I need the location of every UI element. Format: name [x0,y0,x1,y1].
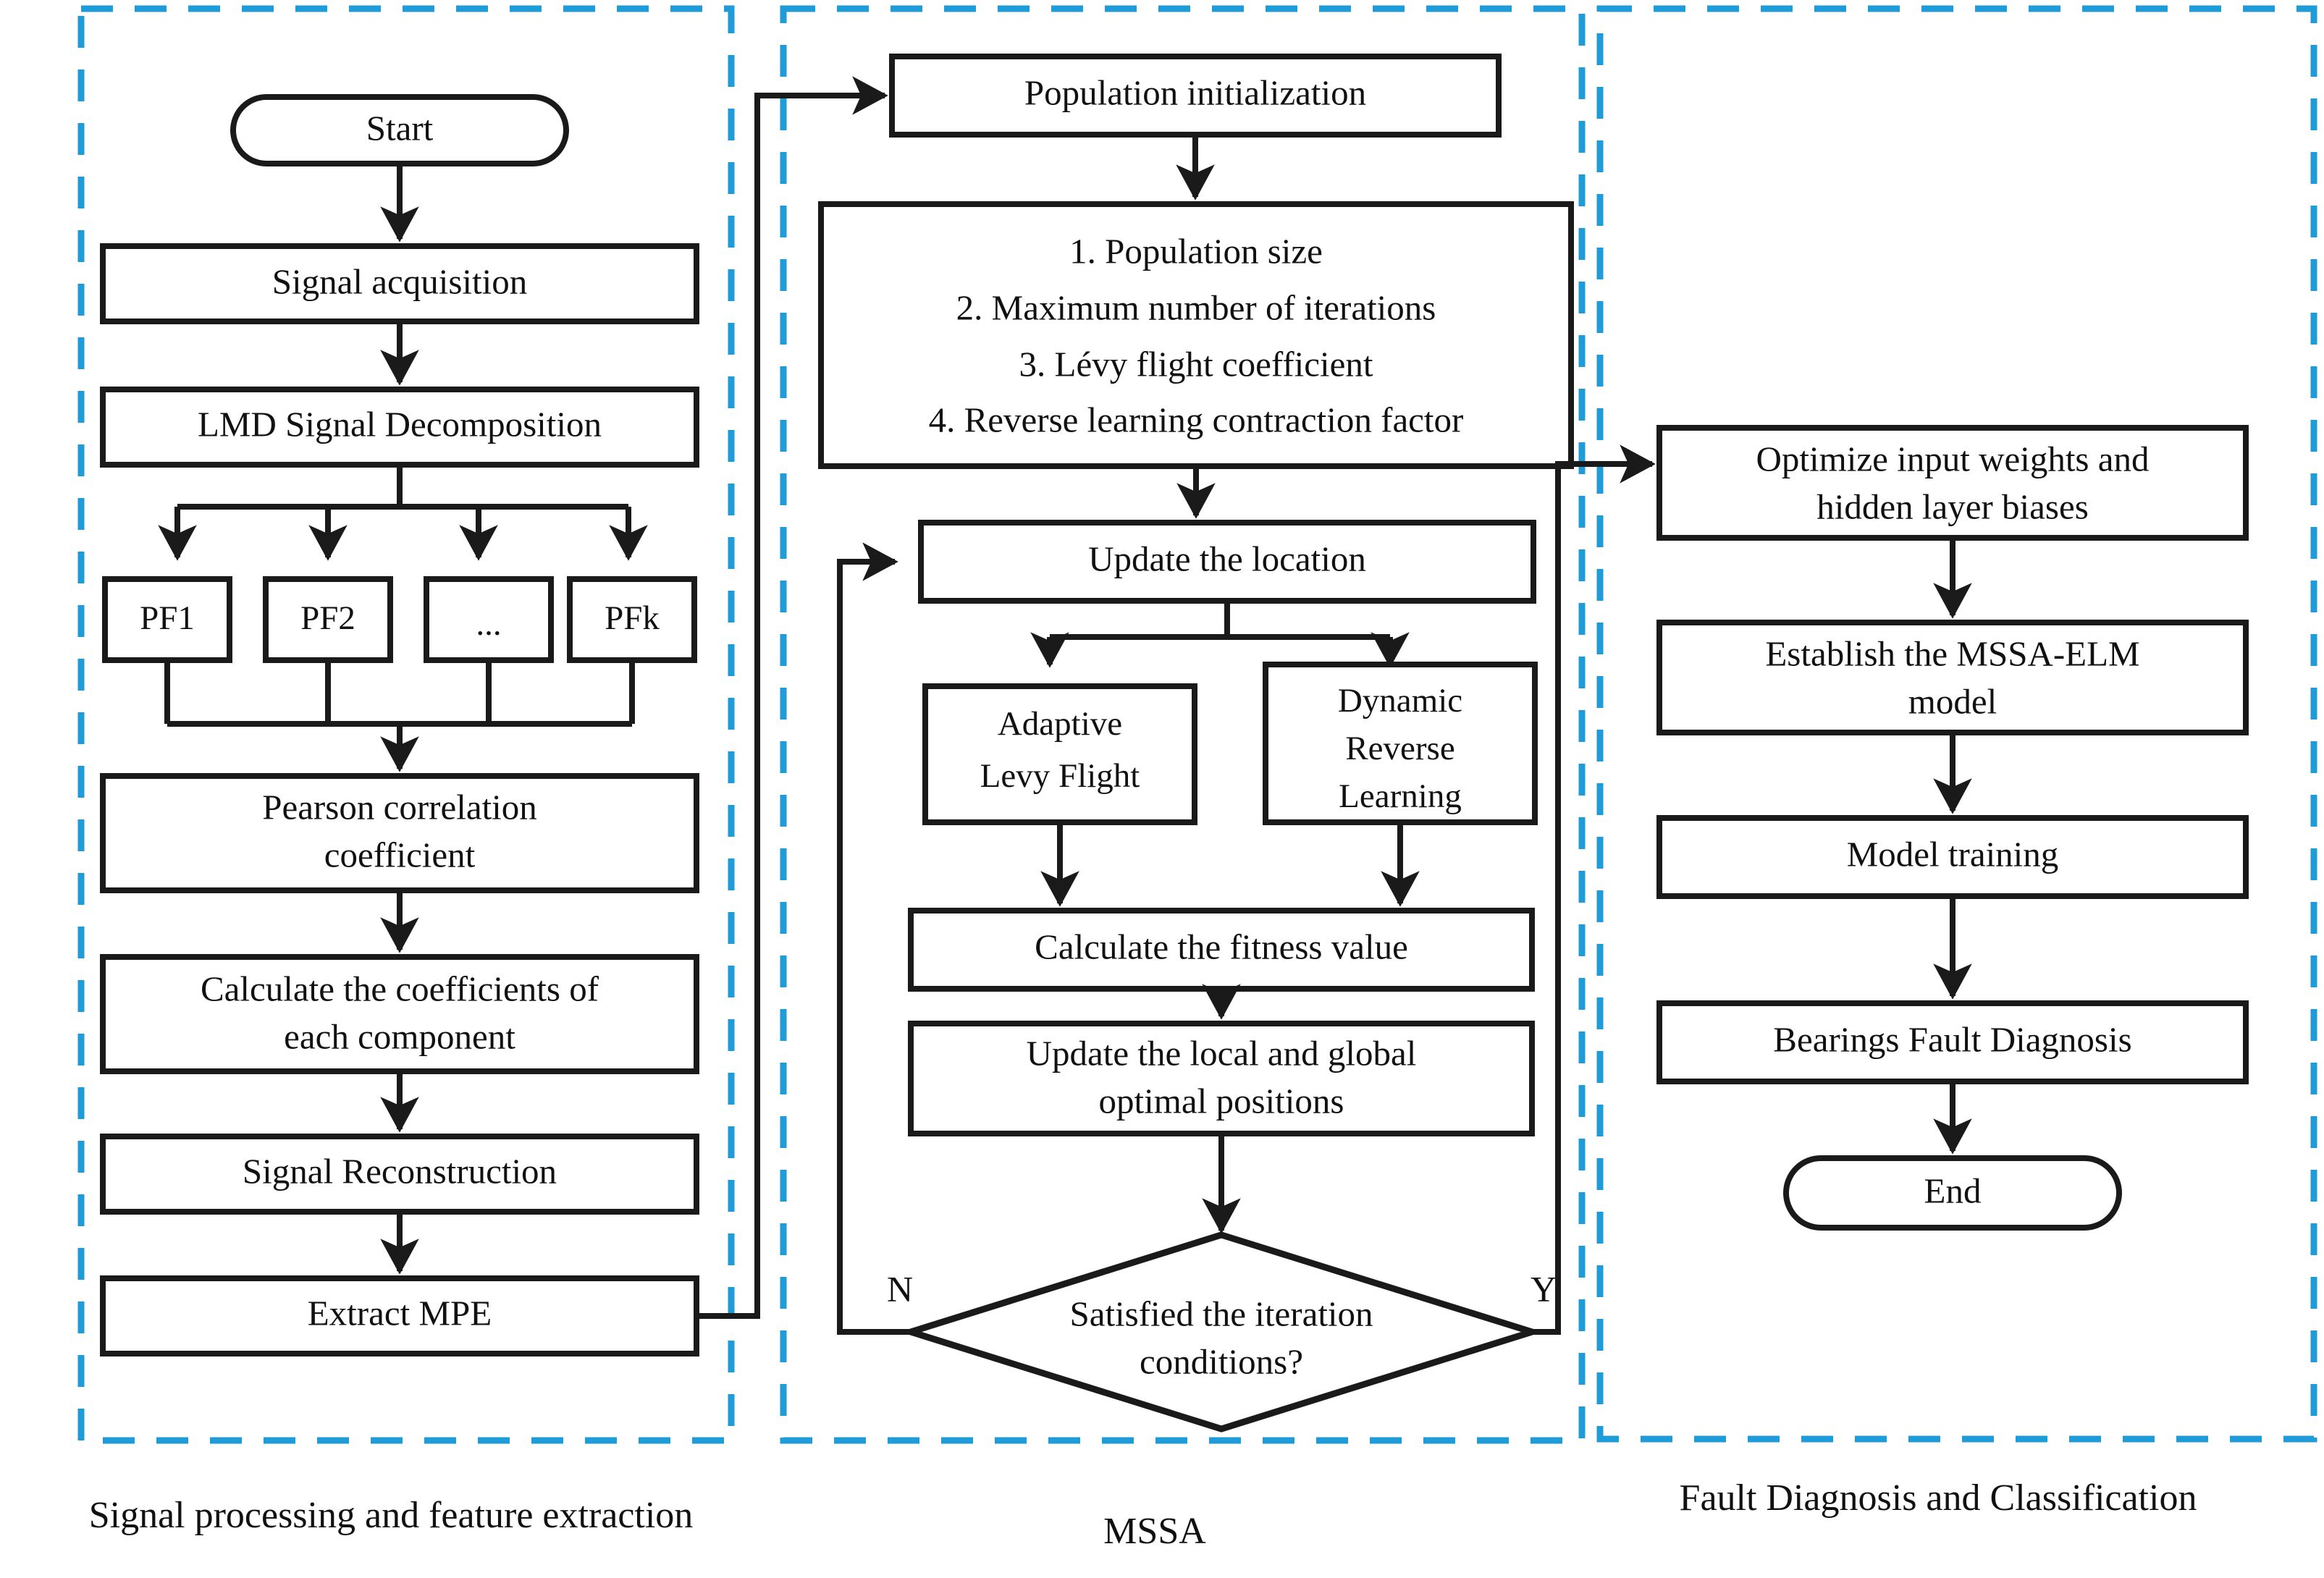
node-calculate-coefficients-line1: Calculate the coefficients of [201,969,599,1008]
node-lmd-decomposition-label: LMD Signal Decomposition [198,404,602,444]
node-signal-reconstruction[interactable] [100,1134,699,1215]
caption-middle-panel: MSSA [1103,1511,1206,1552]
node-optimize-weights-biases-line1: Optimize input weights and [1756,439,2150,478]
node-population-initialization[interactable] [889,54,1502,138]
node-pearson-correlation[interactable] [100,773,699,893]
node-pf-1[interactable] [102,576,232,663]
node-pf-2[interactable] [263,576,393,663]
node-end[interactable] [1783,1155,2122,1231]
node-pf-ellipsis-label: ... [476,605,501,643]
node-pf-1-label: PF1 [140,599,195,637]
node-optimize-weights-biases-line2: hidden layer biases [1816,486,2089,526]
node-pearson-correlation-line2: coefficient [324,835,476,874]
node-establish-mssa-elm[interactable] [1656,620,2249,735]
node-establish-mssa-elm-line2: model [1908,681,1997,721]
node-bearings-fault-diagnosis-label: Bearings Fault Diagnosis [1773,1019,2131,1059]
node-update-optimal-positions[interactable] [908,1021,1535,1136]
node-decision-iteration-line2: conditions? [1140,1341,1303,1381]
node-algorithm-parameters[interactable] [818,201,1574,469]
node-establish-mssa-elm-line1: Establish the MSSA-ELM [1765,633,2139,673]
node-signal-acquisition-label: Signal acquisition [272,261,528,301]
node-population-initialization-label: Population initialization [1024,72,1366,112]
caption-left-panel: Signal processing and feature extraction [89,1495,694,1536]
conn-mpe-to-population-init [696,76,888,1319]
node-pf-2-label: PF2 [300,599,355,637]
node-dynamic-reverse-learning-line3: Learning [1339,777,1462,815]
node-calculate-coefficients[interactable] [100,954,699,1074]
node-pearson-correlation-line1: Pearson correlation [262,787,537,827]
node-adaptive-levy-flight[interactable] [922,683,1197,825]
decision-branch-no-label: N [887,1268,913,1309]
node-lmd-decomposition[interactable] [100,387,699,468]
node-algorithm-parameters-item-2: 2. Maximum number of iterations [956,287,1436,327]
node-calculate-coefficients-line2: each component [284,1016,515,1056]
conn-lmd-fanout-trunk [177,465,628,510]
node-dynamic-reverse-learning-line2: Reverse [1345,730,1454,767]
node-update-location[interactable] [918,520,1536,604]
conn-update-location-split [1050,601,1390,640]
node-algorithm-parameters-item-3: 3. Lévy flight coefficient [1019,344,1373,384]
node-update-optimal-positions-line1: Update the local and global [1027,1033,1417,1073]
node-dynamic-reverse-learning-line1: Dynamic [1338,682,1462,720]
node-update-optimal-positions-line2: optimal positions [1099,1081,1344,1121]
decision-branch-yes-label: Y [1531,1268,1557,1309]
node-extract-mpe-label: Extract MPE [308,1293,492,1333]
node-dynamic-reverse-learning[interactable] [1263,662,1538,825]
node-calculate-fitness-label: Calculate the fitness value [1035,927,1408,966]
node-adaptive-levy-flight-line1: Adaptive [998,705,1122,743]
conn-decision-yes-to-optimize [1532,444,1656,1335]
node-algorithm-parameters-item-4: 4. Reverse learning contraction factor [929,400,1464,439]
node-algorithm-parameters-item-1: 1. Population size [1069,231,1323,271]
node-start-label: Start [366,108,434,148]
node-update-location-label: Update the location [1088,539,1366,578]
node-signal-reconstruction-label: Signal Reconstruction [243,1151,557,1191]
node-end-label: End [1924,1170,1982,1210]
node-calculate-fitness[interactable] [908,908,1535,992]
panel-middle-border [780,5,1586,1444]
node-decision-iteration[interactable] [899,1231,1544,1433]
conn-pf-fanin [164,660,635,727]
conn-decision-no-loop [837,542,911,1335]
node-model-training-label: Model training [1847,834,2059,874]
node-bearings-fault-diagnosis[interactable] [1656,1000,2249,1084]
node-pf-k-label: PFk [605,599,660,637]
caption-right-panel: Fault Diagnosis and Classification [1680,1477,2197,1519]
panel-left-border [77,5,735,1444]
node-adaptive-levy-flight-line2: Levy Flight [980,757,1140,795]
node-decision-iteration-line1: Satisfied the iteration [1069,1294,1373,1333]
